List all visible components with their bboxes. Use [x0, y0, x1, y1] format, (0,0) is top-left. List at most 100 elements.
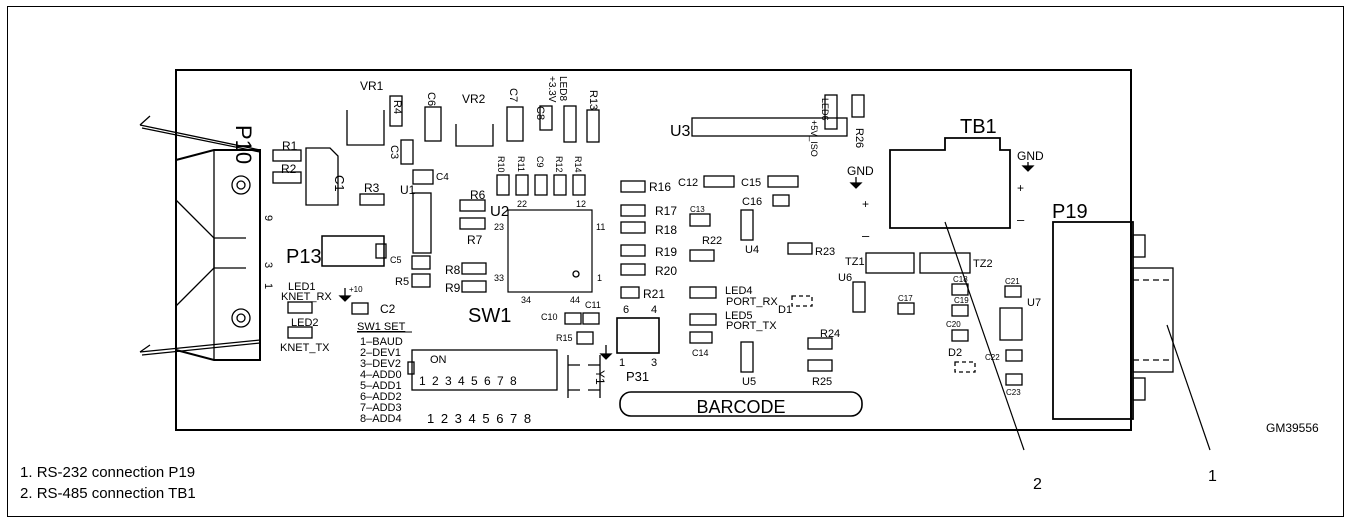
ground-symbol-tb1-left: [849, 177, 863, 189]
tb1-gnd-left: GND: [847, 164, 874, 178]
r15-label: R15: [556, 333, 573, 343]
led2-footprint: [287, 326, 313, 339]
led1-footprint: [287, 301, 313, 314]
c11-footprint: [582, 312, 600, 325]
c19-label: C19: [954, 296, 969, 305]
vr2-label: VR2: [462, 92, 486, 106]
c9-label: C9: [535, 156, 545, 168]
u1-label: U1: [400, 183, 416, 197]
callout-2-leader: [944, 221, 1025, 451]
tz2-label: TZ2: [973, 258, 993, 270]
r7-label: R7: [467, 233, 483, 247]
r22-label: R22: [702, 235, 722, 247]
u2-chip: [507, 209, 593, 293]
tb1-plus-left: +: [862, 197, 869, 211]
barcode-box: [619, 391, 863, 417]
r8-footprint: [461, 262, 487, 275]
vr1-label: VR1: [360, 79, 384, 93]
dip-on-label: ON: [430, 354, 447, 366]
r25-footprint: [807, 359, 833, 372]
c5-label: C5: [390, 255, 402, 265]
u7-label: U7: [1027, 297, 1041, 309]
dip-switch-tab: [407, 361, 415, 375]
c16-footprint: [772, 194, 790, 207]
p10-label: P10: [231, 125, 256, 164]
c14-footprint: [689, 331, 713, 344]
r16-label: R16: [649, 180, 671, 194]
c23-label: C23: [1006, 388, 1021, 397]
r6-label: R6: [470, 188, 486, 202]
plus10-label: +10: [349, 285, 363, 294]
port-rx-label: PORT_RX: [726, 296, 778, 308]
c21-footprint: [1004, 285, 1022, 298]
r3-label: R3: [364, 181, 380, 195]
p13-label: P13: [286, 246, 322, 268]
u2-pin22: 22: [517, 199, 527, 209]
ground-symbol-tb1-right: [1021, 162, 1035, 172]
r20-label: R20: [655, 264, 677, 278]
u2-label: U2: [490, 203, 509, 220]
r13-footprint: [586, 109, 600, 143]
p10-pin1: 1: [262, 283, 274, 289]
c11-label: C11: [585, 300, 601, 310]
c6-footprint: [424, 106, 442, 142]
r25-label: R25: [812, 376, 832, 388]
d1-footprint: [791, 295, 813, 307]
u5-footprint: [740, 341, 754, 373]
y1-label: Y1: [593, 370, 607, 385]
u3-footprint: [691, 117, 848, 137]
c16-label: C16: [742, 196, 762, 208]
legend-item-2-number: 2.: [20, 485, 33, 502]
c10-footprint: [564, 312, 582, 325]
r26-label: R26: [853, 128, 865, 148]
c20-label: C20: [946, 320, 961, 329]
sw1-setting-5: 5–ADD1: [360, 380, 402, 392]
r4-label: R4: [391, 100, 403, 114]
tb1-plus-right: +: [1017, 181, 1024, 195]
c18-label: C18: [953, 275, 968, 284]
resistor-row: [496, 174, 586, 196]
d1-label: D1: [778, 304, 792, 316]
c17-label: C17: [898, 294, 913, 303]
c5-footprint: [411, 255, 431, 270]
sw1-setting-1: 1–BAUD: [360, 336, 403, 348]
r26-footprint: [851, 94, 865, 118]
c17-footprint: [897, 302, 915, 315]
vr2-footprint: [455, 124, 494, 147]
sw1-setting-7: 7–ADD3: [360, 402, 402, 414]
sw1-setting-3: 3–DEV2: [360, 358, 401, 370]
r18-footprint: [620, 221, 646, 234]
c13-label: C13: [690, 205, 705, 214]
r21-footprint: [620, 286, 640, 299]
c15-footprint: [767, 175, 799, 188]
c15-label: C15: [741, 177, 761, 189]
r2-label: R2: [281, 162, 297, 176]
c13-footprint: [689, 213, 711, 227]
v5iso-label: +5V_ISO: [809, 120, 819, 157]
r19-label: R19: [655, 245, 677, 259]
p31-pin4: 4: [651, 304, 657, 316]
tz2-footprint: [919, 252, 971, 274]
c19-footprint: [951, 304, 969, 317]
port-tx-label: PORT_TX: [726, 320, 777, 332]
tz1-label: TZ1: [845, 256, 865, 268]
r2-footprint: [272, 171, 302, 184]
c12-label: C12: [678, 177, 698, 189]
ground-symbol-mid: [599, 345, 613, 360]
dip-inner-numbers: 1 2 3 4 5 6 7 8: [419, 374, 517, 388]
sw1-set-title: SW1 SET: [357, 321, 406, 333]
sw1-setting-2: 2–DEV1: [360, 347, 401, 359]
led8-label: LED8: [557, 76, 568, 101]
u2-pin12: 12: [576, 199, 586, 209]
led4-label: LED4: [725, 285, 753, 297]
callout-1: 1: [1208, 468, 1217, 485]
r5-label: R5: [395, 276, 409, 288]
r6-footprint: [459, 199, 486, 212]
p10-pin3: 3: [262, 262, 274, 268]
p19-connector: [1052, 221, 1174, 420]
r1-footprint: [272, 149, 302, 162]
c10-label: C10: [541, 312, 558, 322]
u4-label: U4: [745, 244, 759, 256]
u2-pin23: 23: [494, 222, 504, 232]
dip-outer-numbers: 1 2 3 4 5 6 7 8: [427, 411, 531, 426]
